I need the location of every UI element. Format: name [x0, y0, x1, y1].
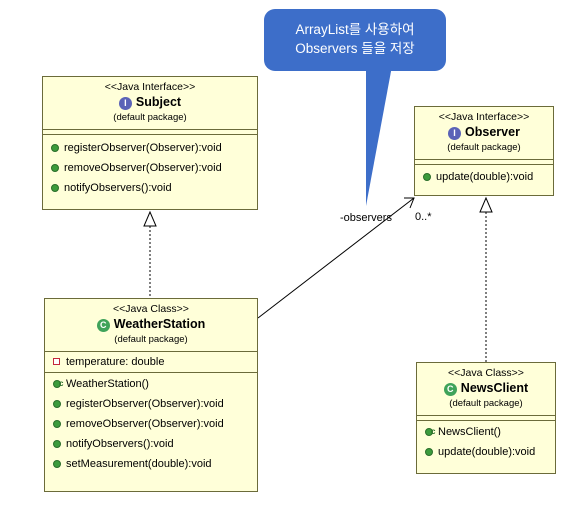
constructor-icon: c — [53, 378, 64, 388]
note-callout: ArrayList를 사용하여 Observers 들을 저장 — [264, 9, 446, 71]
note-line-2: Observers 들을 저장 — [295, 41, 415, 56]
public-method-icon — [53, 420, 61, 428]
method-row[interactable]: registerObserver(Observer):void — [45, 394, 257, 414]
public-method-icon — [53, 400, 61, 408]
stereotype-label: <<Java Interface>> — [438, 111, 530, 123]
public-method-icon — [53, 440, 61, 448]
package-label: (default package) — [113, 112, 187, 123]
public-method-icon — [51, 184, 59, 192]
package-label: (default package) — [114, 334, 188, 345]
public-method-icon — [53, 460, 61, 468]
constructor-icon: c — [425, 426, 436, 436]
stereotype-label: <<Java Class>> — [113, 303, 189, 315]
class-icon: C — [443, 383, 457, 396]
callout-pointer — [366, 66, 392, 206]
method-row[interactable]: removeObserver(Observer):void — [43, 158, 257, 178]
method-row[interactable]: registerObserver(Observer):void — [43, 138, 257, 158]
interface-icon: I — [118, 97, 132, 110]
package-label: (default package) — [449, 398, 523, 409]
observer-realization-arrowhead — [479, 196, 493, 213]
method-row[interactable]: update(double):void — [417, 442, 555, 462]
stereotype-label: <<Java Interface>> — [104, 81, 196, 93]
method-row[interactable]: setMeasurement(double):void — [45, 454, 257, 474]
public-method-icon — [423, 173, 431, 181]
method-row[interactable]: removeObserver(Observer):void — [45, 414, 257, 434]
public-method-icon — [51, 144, 59, 152]
subject-realization-arrowhead — [143, 210, 157, 227]
method-row[interactable]: notifyObservers():void — [45, 434, 257, 454]
association-arrowhead — [404, 197, 415, 209]
interface-icon: I — [448, 127, 462, 140]
private-field-icon — [53, 358, 60, 365]
field-row[interactable]: temperature: double — [45, 352, 257, 372]
association-line — [257, 197, 415, 319]
package-label: (default package) — [447, 142, 521, 153]
association-multiplicity-label: 0..* — [415, 211, 432, 223]
method-row[interactable]: update(double):void — [415, 167, 553, 187]
public-method-icon — [51, 164, 59, 172]
note-line-1: ArrayList를 사용하여 — [295, 22, 415, 37]
association-role-label: -observers — [340, 212, 392, 224]
method-row[interactable]: notifyObservers():void — [43, 178, 257, 198]
stereotype-label: <<Java Class>> — [448, 367, 524, 379]
public-method-icon — [425, 448, 433, 456]
class-icon: C — [96, 319, 110, 332]
